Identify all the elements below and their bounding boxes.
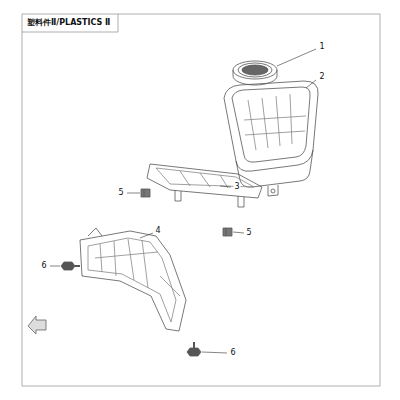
lower-cover-ribs <box>95 252 180 296</box>
title-rule <box>118 14 119 32</box>
clip <box>223 228 232 236</box>
frame <box>22 14 380 386</box>
screw <box>187 348 201 356</box>
ring-outline <box>238 63 272 77</box>
cover-outline <box>232 87 310 162</box>
callout-number: 6 <box>40 262 47 270</box>
cover-ribs <box>248 94 292 150</box>
cover-tab <box>268 185 278 196</box>
screw <box>75 265 80 267</box>
screw <box>193 342 195 348</box>
ring-part <box>233 61 277 85</box>
direction-arrow <box>28 316 46 334</box>
lower-cover-part <box>80 228 186 331</box>
callout-number: 1 <box>318 43 325 51</box>
title-rule <box>22 32 118 33</box>
leader-line <box>50 266 60 267</box>
cover-ribs <box>244 116 306 135</box>
ring-hole <box>242 65 268 75</box>
screw <box>61 262 75 270</box>
leader-line <box>140 233 153 238</box>
callout-number: 3 <box>233 183 240 191</box>
callout-number: 6 <box>229 349 236 357</box>
leader-line <box>127 193 140 194</box>
panel-ribs <box>180 171 228 188</box>
lower-cover-outline <box>80 231 186 331</box>
clip-part <box>141 189 232 236</box>
callout-number: 2 <box>318 73 325 81</box>
cover-outline <box>224 81 318 171</box>
lower-cover-tab <box>88 228 102 236</box>
lower-cover-ribs <box>100 239 148 288</box>
panel-part <box>147 164 262 207</box>
leader-line <box>306 80 316 88</box>
illustration <box>22 14 380 386</box>
screw-part <box>61 262 201 356</box>
callout-number: 4 <box>154 227 161 235</box>
panel-outline <box>147 164 262 198</box>
callout-number: 5 <box>117 189 124 197</box>
leader-lines <box>50 49 316 353</box>
ring-outline <box>233 61 277 79</box>
cover-part <box>224 81 318 196</box>
clip <box>141 189 150 197</box>
lower-cover-outline <box>88 238 176 322</box>
panel-tabs <box>175 190 244 207</box>
leader-line <box>233 232 244 233</box>
cover-outline <box>236 150 313 187</box>
leader-line <box>220 186 231 187</box>
leader-line <box>202 352 227 353</box>
cover-hole <box>271 189 275 193</box>
leader-line <box>277 49 316 66</box>
callout-number: 5 <box>245 229 252 237</box>
diagram-title: 塑料件Ⅱ/PLASTICS Ⅱ <box>27 19 110 27</box>
